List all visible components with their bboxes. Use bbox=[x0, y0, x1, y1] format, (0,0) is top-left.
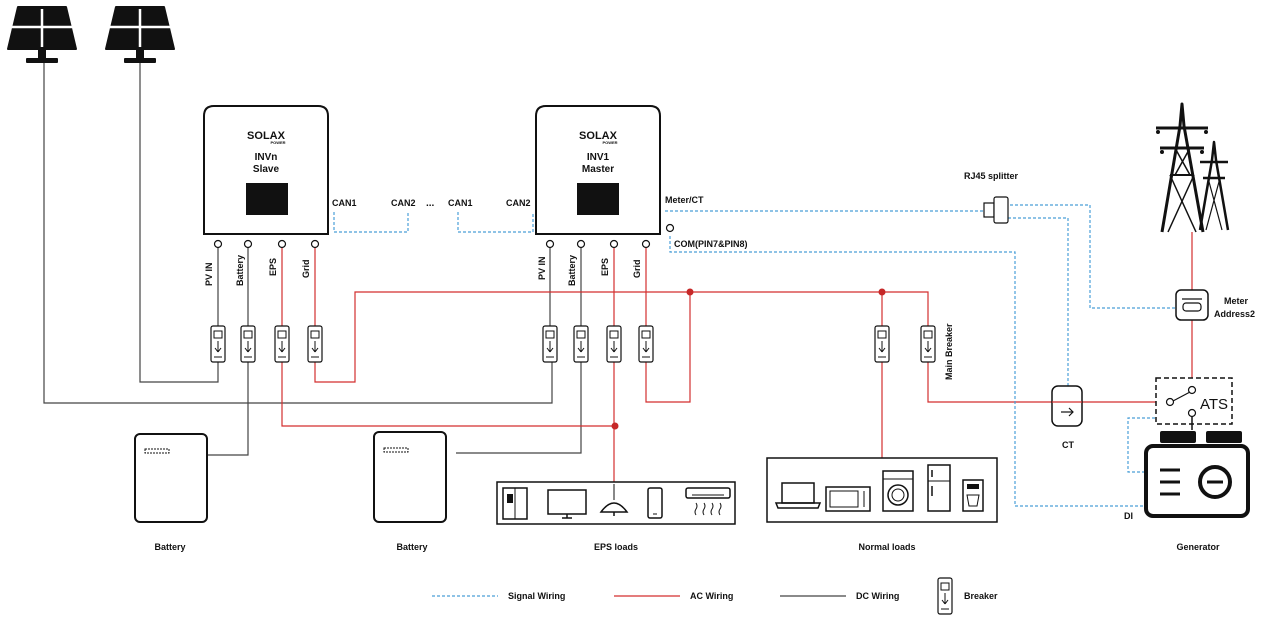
power-tower-icon bbox=[1156, 102, 1208, 233]
inverter-name: INV1 bbox=[587, 152, 610, 163]
master-grid-label: Grid bbox=[632, 259, 642, 278]
breaker-icon bbox=[638, 325, 654, 363]
battery-caption: Battery bbox=[396, 542, 427, 552]
inverter-master: SOLAX POWER INV1 Master bbox=[535, 105, 661, 235]
power-tower-icon bbox=[1198, 140, 1230, 231]
master-battery-label: Battery bbox=[567, 255, 577, 286]
normal-loads-box bbox=[766, 457, 998, 523]
master-eps-label: EPS bbox=[600, 258, 610, 276]
slave-can2-label: CAN2 bbox=[391, 198, 416, 208]
rj45-splitter-icon bbox=[983, 196, 1009, 224]
dc-wiring bbox=[43, 63, 582, 456]
normal-loads-caption: Normal loads bbox=[858, 542, 915, 552]
breaker-icon bbox=[210, 325, 226, 363]
fridge-icon bbox=[502, 487, 528, 520]
microwave-icon bbox=[825, 486, 871, 512]
fridge-icon bbox=[927, 464, 951, 512]
phone-icon bbox=[647, 487, 663, 519]
slave-eps-label: EPS bbox=[268, 258, 278, 276]
master-can2-label: CAN2 bbox=[506, 198, 531, 208]
slave-grid-label: Grid bbox=[301, 259, 311, 278]
slave-battery-label: Battery bbox=[235, 255, 245, 286]
generator-icon bbox=[1144, 417, 1250, 518]
breaker-icon bbox=[542, 325, 558, 363]
lamp-icon bbox=[599, 484, 629, 516]
breaker-icon bbox=[240, 325, 256, 363]
solar-panel-icon bbox=[104, 5, 176, 65]
inverter-brand: SOLAX bbox=[247, 130, 286, 142]
legend: Signal Wiring AC Wiring DC Wiring Breake… bbox=[432, 577, 998, 615]
coffee-maker-icon bbox=[962, 479, 984, 512]
ellipsis: ... bbox=[426, 198, 435, 209]
master-pv-in-label: PV IN bbox=[537, 256, 547, 280]
legend-ac-label: AC Wiring bbox=[690, 591, 733, 601]
eps-loads-box bbox=[496, 481, 736, 525]
battery-icon bbox=[373, 431, 447, 523]
legend-breaker-icon bbox=[937, 577, 953, 615]
legend-dc-label: DC Wiring bbox=[856, 591, 899, 601]
solar-panel-icon bbox=[6, 5, 78, 65]
inverter-brand-sub: POWER bbox=[270, 140, 285, 145]
laptop-icon bbox=[774, 482, 822, 509]
slave-can1-label: CAN1 bbox=[332, 198, 357, 208]
eps-loads-caption: EPS loads bbox=[594, 542, 638, 552]
ats-label: ATS bbox=[1200, 396, 1228, 413]
ct-label: CT bbox=[1062, 440, 1074, 450]
legend-signal-label: Signal Wiring bbox=[508, 591, 565, 601]
inverter-role: Slave bbox=[253, 164, 280, 175]
ats-box bbox=[1155, 377, 1233, 425]
slave-pv-in-label: PV IN bbox=[204, 262, 214, 286]
breaker-icon bbox=[274, 325, 290, 363]
breaker-icon bbox=[920, 325, 936, 363]
inverter-name: INVn bbox=[255, 152, 278, 163]
signal-wiring bbox=[333, 204, 1176, 507]
legend-breaker-label: Breaker bbox=[964, 591, 998, 601]
inverter-brand: SOLAX bbox=[579, 130, 618, 142]
meter-label: Meter bbox=[1224, 296, 1249, 306]
master-can1-label: CAN1 bbox=[448, 198, 473, 208]
generator-caption: Generator bbox=[1176, 542, 1220, 552]
breaker-icon bbox=[573, 325, 589, 363]
meter-ct-port-label: Meter/CT bbox=[665, 195, 704, 205]
battery-icon bbox=[134, 433, 208, 523]
breaker-icon bbox=[606, 325, 622, 363]
inverter-display bbox=[246, 183, 288, 215]
meter-icon bbox=[1175, 289, 1209, 321]
main-breaker-label: Main Breaker bbox=[944, 323, 954, 380]
battery-caption: Battery bbox=[154, 542, 185, 552]
di-label: DI bbox=[1124, 511, 1133, 521]
breaker-icon bbox=[874, 325, 890, 363]
inverter-brand-sub: POWER bbox=[602, 140, 617, 145]
ac-wiring bbox=[281, 232, 1193, 482]
washing-machine-icon bbox=[882, 470, 914, 512]
com-port bbox=[665, 223, 675, 233]
inverter-display bbox=[577, 183, 619, 215]
inverter-ports bbox=[213, 239, 651, 249]
inverter-role: Master bbox=[582, 164, 614, 175]
com-port-label: COM(PIN7&PIN8) bbox=[674, 239, 748, 249]
breaker-icon bbox=[307, 325, 323, 363]
air-conditioner-icon bbox=[685, 487, 731, 516]
meter-address-label: Address2 bbox=[1214, 309, 1255, 319]
rj45-splitter-label: RJ45 splitter bbox=[964, 171, 1019, 181]
tv-icon bbox=[547, 489, 587, 519]
ct-icon bbox=[1051, 385, 1083, 427]
inverter-slave: SOLAX POWER INVn Slave bbox=[203, 105, 329, 235]
